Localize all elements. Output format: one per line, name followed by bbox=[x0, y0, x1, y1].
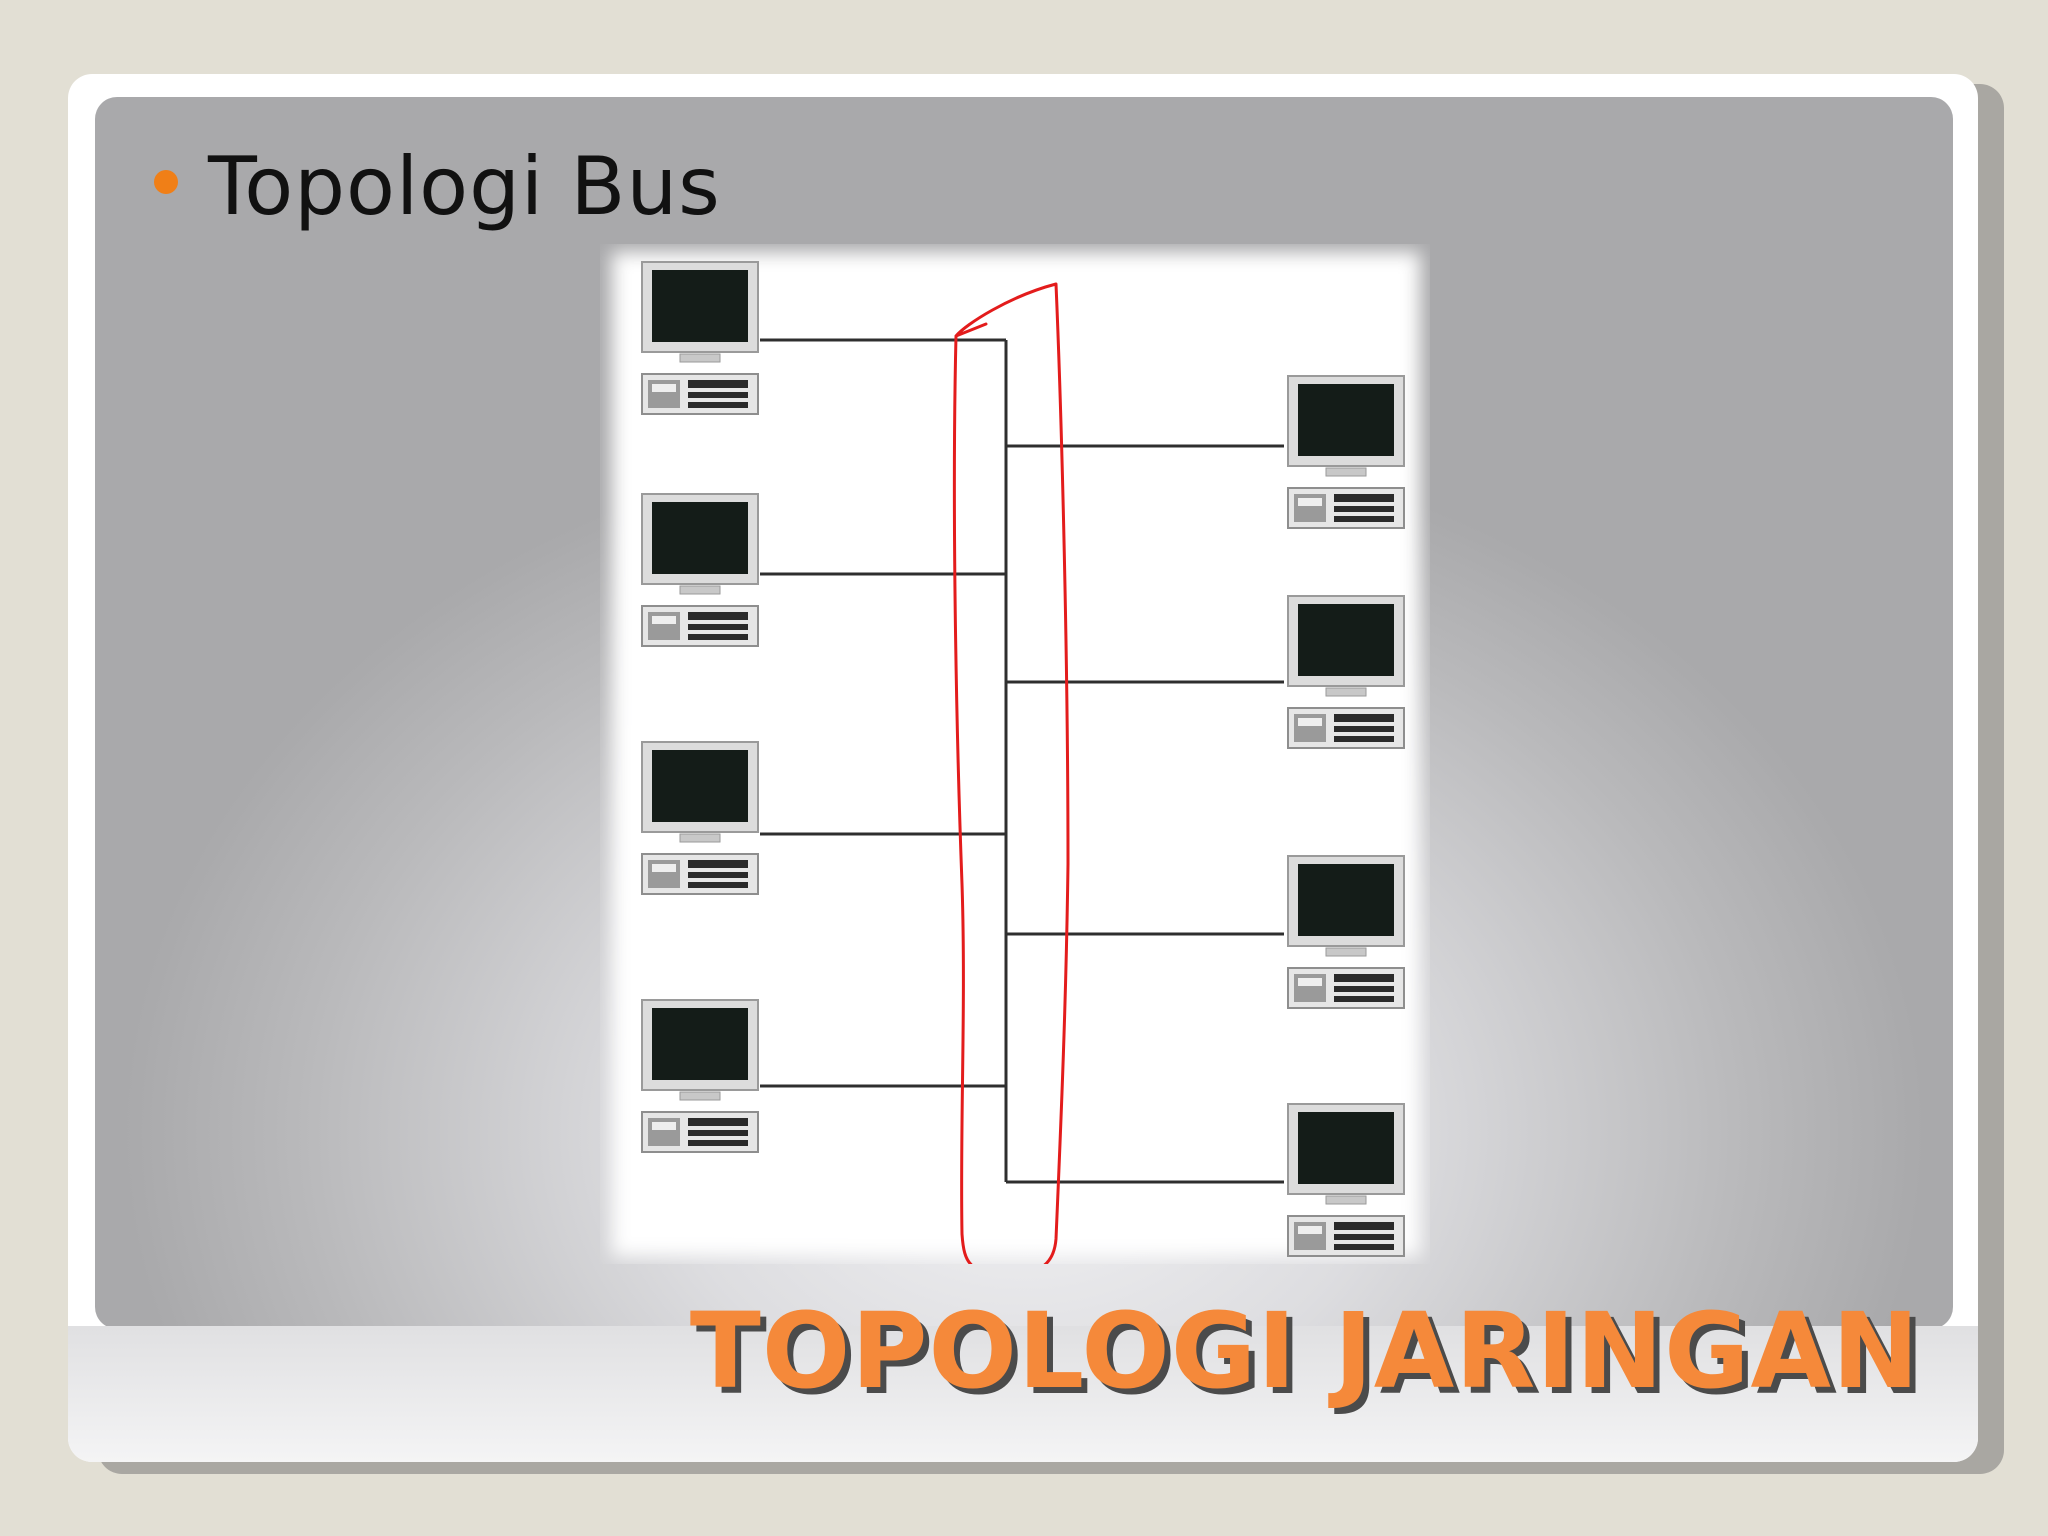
red-annotation-outline bbox=[952, 282, 1070, 1264]
desktop-computer-icon bbox=[641, 999, 759, 1153]
bullet-item: Topologi Bus bbox=[154, 136, 721, 236]
bullet-text: Topologi Bus bbox=[208, 139, 721, 233]
desktop-computer-icon bbox=[1287, 855, 1405, 1009]
desktop-computer-icon bbox=[1287, 375, 1405, 529]
bus-cables bbox=[760, 338, 1284, 1184]
desktop-computer-icon bbox=[1287, 595, 1405, 749]
desktop-computer-icon bbox=[1287, 1103, 1405, 1257]
desktop-computer-icon bbox=[641, 741, 759, 895]
slide-title-band bbox=[68, 1326, 1978, 1462]
desktop-computer-icon bbox=[641, 261, 759, 415]
desktop-computer-icon bbox=[641, 493, 759, 647]
slide-title: TOPOLOGI JARINGAN bbox=[689, 1290, 1920, 1412]
bus-topology-diagram bbox=[612, 252, 1420, 1264]
bullet-dot-icon bbox=[154, 170, 178, 194]
